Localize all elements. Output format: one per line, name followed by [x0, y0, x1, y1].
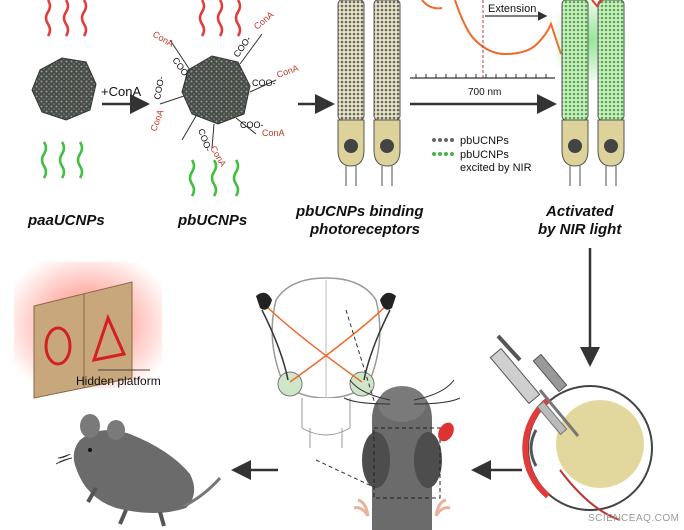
legend: pbUCNPs pbUCNPs excited by NIR	[432, 135, 532, 174]
ligand-coo-6: COO-	[240, 120, 264, 130]
circle-symbol	[44, 326, 72, 366]
ligand-cona-4: ConA	[148, 108, 165, 133]
photoreceptor-cells-binding	[337, 0, 401, 186]
extension-label: Extension	[488, 3, 536, 15]
ligand-coo-4: COO-	[152, 75, 166, 100]
mouse-head-icon	[343, 379, 461, 530]
pbucnp-nanoparticle-icon	[159, 33, 277, 149]
ligand-cona-5: ConA	[262, 128, 285, 138]
maze-panel	[14, 262, 162, 399]
paaucnps-label: paaUCNPs	[27, 212, 105, 229]
emission-spectrum: Extension 700 nm	[410, 0, 562, 98]
brain-icon	[256, 277, 396, 491]
legend-pbucnps: pbUCNPs	[460, 135, 509, 147]
nir-waves-top-middle	[198, 0, 242, 37]
triangle-symbol	[91, 313, 127, 362]
legend-excited-2: excited by NIR	[460, 162, 532, 174]
syringe-icon	[489, 334, 580, 437]
hidden-platform-label: Hidden platform	[76, 374, 161, 388]
activated-label-line2: by NIR light	[538, 221, 622, 238]
mouse-icon	[55, 414, 222, 527]
binding-label-line2: photoreceptors	[309, 221, 420, 238]
ligand-coo-2: COO-	[231, 34, 253, 59]
ligand-cona-1: ConA	[151, 29, 175, 49]
wavelength-label: 700 nm	[468, 87, 501, 98]
green-emission-waves-middle	[188, 159, 240, 197]
paaucnp-nanoparticle-icon	[31, 57, 97, 121]
green-emission-waves-left	[40, 141, 84, 179]
photoreceptor-cells-activated	[556, 0, 626, 186]
binding-label-line1: pbUCNPs binding	[295, 203, 424, 220]
eyeball-icon	[522, 385, 653, 521]
ligand-cona-2: ConA	[252, 9, 276, 31]
ligand-cona-3: ConA	[275, 63, 300, 80]
ligand-coo-3: COO-	[252, 78, 276, 88]
pbucnps-label: pbUCNPs	[177, 212, 247, 229]
watermark: SCIENCEAQ.COM	[588, 513, 680, 524]
activated-label-line1: Activated	[545, 203, 614, 220]
plus-cona-label: +ConA	[101, 84, 141, 99]
ligand-cona-6: ConA	[208, 144, 228, 168]
legend-excited-1: pbUCNPs	[460, 149, 509, 161]
nir-waves-top-left	[44, 0, 88, 37]
